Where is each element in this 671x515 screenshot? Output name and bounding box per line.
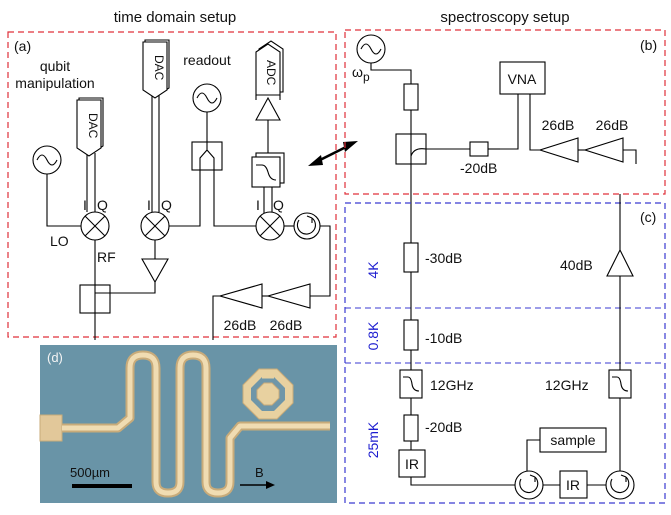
b-field-label: B — [255, 465, 264, 480]
temp-08k-label: 0.8K — [365, 321, 381, 350]
rf-label: RF — [97, 249, 116, 265]
panel-a-label: (a) — [14, 38, 31, 54]
readout-amp-1-icon — [217, 283, 263, 309]
ir-filter-out-icon: IR — [559, 470, 588, 499]
lo-source-icon — [32, 145, 62, 175]
atten-c-30-label: -30dB — [425, 250, 462, 266]
amp-b-2-icon — [583, 137, 624, 163]
temp-25mk-label: 25mK — [365, 421, 381, 458]
atten-c-10-icon — [403, 319, 419, 351]
ir-in-label: IR — [405, 456, 419, 472]
mixer-1-q-label: Q — [97, 197, 108, 213]
spectroscopy-title: spectroscopy setup — [440, 9, 569, 26]
panel-b-label: (b) — [640, 37, 657, 53]
panel-c-frame — [344, 202, 666, 504]
filter-out-icon — [608, 369, 632, 399]
mixer-2-icon — [140, 211, 170, 241]
scalebar-label: 500µm — [70, 465, 110, 480]
readout-label: readout — [183, 52, 231, 68]
dac-2-label: DAC — [152, 55, 166, 81]
atten-c-20-label: -20dB — [425, 419, 462, 435]
readout-source-icon — [192, 83, 222, 113]
amp-b-1-icon — [538, 137, 579, 163]
panel-d-label: (d) — [47, 350, 63, 365]
atten-c-20-icon — [403, 414, 419, 442]
qubit-label: qubit — [40, 58, 70, 74]
mixer-1-icon — [80, 211, 110, 241]
panel-c-wiring — [410, 194, 621, 486]
dac-2-icon: DAC — [142, 39, 170, 99]
hemt-gain-label: 40dB — [560, 257, 593, 273]
directional-coupler-icon — [395, 133, 427, 165]
filter-out-label: 12GHz — [545, 377, 589, 393]
sample-micrograph: 500µm B (d) — [39, 345, 337, 503]
atten-c-30-icon — [403, 242, 419, 273]
mixer-2-q-label: Q — [161, 197, 172, 213]
mixer-3-q-label: Q — [273, 197, 284, 213]
vna-box: VNA — [499, 61, 546, 95]
adc-icon: ADC — [255, 40, 284, 96]
atten-c-10-label: -10dB — [425, 330, 462, 346]
amp-a-2-gain: 26dB — [270, 317, 303, 333]
circulator-c-1-icon — [514, 470, 544, 500]
adc-label: ADC — [264, 60, 278, 86]
filter-in-label: 12GHz — [430, 377, 474, 393]
atten-b-label: -20dB — [460, 160, 497, 176]
lo-label: LO — [50, 233, 69, 249]
amp-a-1-gain: 26dB — [224, 317, 257, 333]
probe-source-label: ωp — [352, 64, 370, 84]
readout-amp-2-icon — [265, 283, 311, 309]
mixer-3-i-label: I — [256, 197, 260, 213]
mixer-3-icon — [255, 211, 285, 241]
temp-4k-label: 4K — [365, 261, 381, 279]
ir-filter-in-icon: IR — [398, 449, 426, 478]
manipulation-label: manipulation — [15, 75, 94, 91]
filter-in-icon — [399, 369, 423, 399]
splitter-icon — [191, 141, 223, 171]
hemt-amp-icon — [606, 248, 634, 277]
adc-filter-icon — [251, 152, 285, 212]
rf-combiner-icon — [79, 284, 111, 314]
dac-1-icon: DAC — [76, 97, 104, 157]
circulator-a-icon — [293, 212, 321, 240]
sample-box: sample — [539, 427, 607, 453]
double-arrow-icon — [308, 141, 358, 166]
mixer-2-i-label: I — [147, 197, 151, 213]
probe-source-icon — [356, 34, 386, 64]
time-domain-title: time domain setup — [114, 9, 237, 26]
panel-a-wiring — [46, 95, 331, 340]
circulator-c-2-icon — [605, 470, 635, 500]
mixer-2-amp-icon — [141, 258, 169, 284]
adc-amp-icon — [255, 95, 281, 160]
amp-b-1-gain: 26dB — [542, 117, 575, 133]
panel-a-frame — [7, 31, 337, 338]
panel-b-frame — [344, 29, 666, 195]
mixer-1-i-label: I — [83, 197, 87, 213]
amp-b-2-gain: 26dB — [596, 117, 629, 133]
vna-label: VNA — [508, 71, 537, 87]
panel-c-label: (c) — [640, 209, 656, 225]
ir-out-label: IR — [566, 477, 580, 493]
sample-label: sample — [550, 432, 595, 448]
atten-b-20-icon — [469, 141, 489, 157]
dac-1-label: DAC — [86, 113, 100, 139]
scalebar — [72, 484, 132, 488]
input-atten-b-icon — [403, 83, 419, 111]
